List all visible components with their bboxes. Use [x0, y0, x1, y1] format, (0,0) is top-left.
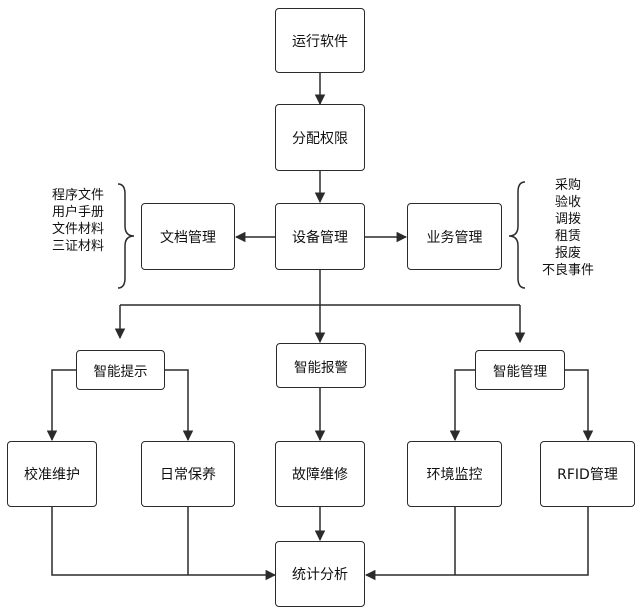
node-label: 校准维护 [24, 467, 80, 483]
biz-item: 调拨 [554, 212, 581, 227]
biz-brace [508, 181, 526, 289]
node-device-management: 设备管理 [275, 203, 365, 270]
arrow-hint-to-daily [165, 369, 194, 442]
node-label: 环境监控 [426, 467, 483, 483]
node-label: 统计分析 [292, 567, 348, 583]
node-label: 故障维修 [292, 467, 348, 483]
node-fault-repair: 故障维修 [275, 441, 365, 507]
doc-item: 三证材料 [51, 239, 104, 254]
biz-item: 验收 [554, 195, 581, 210]
node-label: 日常保养 [160, 467, 216, 483]
arrow-smart-to-env [449, 369, 475, 442]
line-calib-to-stats [51, 507, 277, 581]
arrow-smart-to-rfid [565, 369, 594, 442]
node-daily-upkeep: 日常保养 [141, 441, 235, 507]
doc-item: 程序文件 [51, 188, 104, 203]
node-calibration-maintenance: 校准维护 [7, 441, 97, 507]
node-smart-management: 智能管理 [475, 350, 565, 390]
node-statistical-analysis: 统计分析 [275, 541, 365, 607]
node-label: 业务管理 [426, 229, 483, 246]
doc-brace [117, 183, 135, 289]
node-rfid-management: RFID管理 [540, 441, 635, 507]
biz-item: 不良事件 [541, 263, 594, 278]
node-label: 运行软件 [292, 33, 348, 50]
node-label: 智能管理 [493, 364, 547, 380]
biz-items-list: 采购 验收 调拨 租赁 报废 不良事件 [532, 177, 604, 279]
node-assign-permission: 分配权限 [275, 104, 365, 171]
doc-items-list: 程序文件 用户手册 文件材料 三证材料 [42, 187, 104, 255]
node-smart-hint: 智能提示 [76, 350, 165, 390]
biz-item: 租赁 [554, 229, 581, 244]
node-label: RFID管理 [557, 467, 618, 483]
line-rfid-to-stats [364, 507, 589, 581]
node-label: 智能报警 [294, 359, 348, 376]
node-label: 设备管理 [292, 229, 348, 246]
node-business-management: 业务管理 [407, 203, 502, 270]
biz-item: 报废 [554, 246, 581, 261]
biz-item: 采购 [554, 178, 581, 193]
node-smart-alarm: 智能报警 [276, 343, 366, 388]
doc-item: 文件材料 [51, 222, 104, 237]
doc-item: 用户手册 [51, 205, 104, 220]
node-label: 分配权限 [292, 130, 348, 147]
node-label: 智能提示 [93, 364, 148, 380]
node-label: 文档管理 [160, 229, 216, 246]
node-run-software: 运行软件 [275, 8, 365, 73]
split-bus [120, 270, 321, 306]
arrow-hint-to-calib [46, 369, 76, 442]
node-document-management: 文档管理 [141, 203, 235, 270]
node-environment-monitoring: 环境监控 [407, 441, 502, 507]
